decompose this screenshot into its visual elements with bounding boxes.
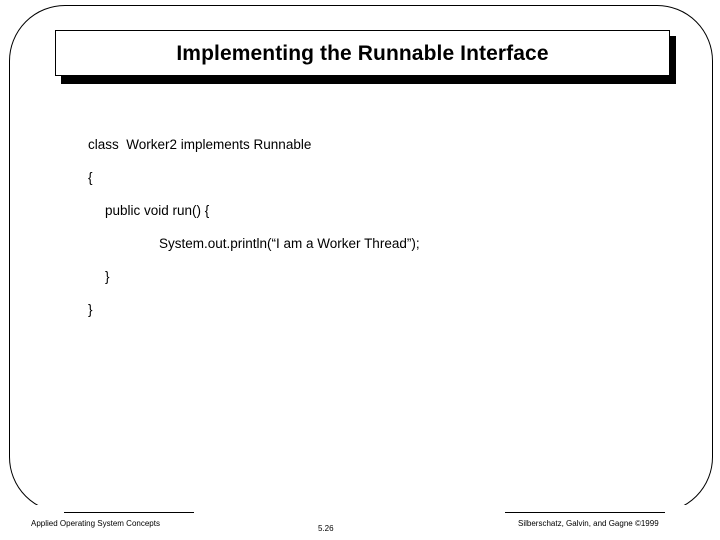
code-line: { — [88, 170, 93, 185]
footer-page-number: 5.26 — [318, 524, 334, 533]
page-title: Implementing the Runnable Interface — [176, 41, 549, 65]
footer-book-title: Applied Operating System Concepts — [31, 519, 160, 528]
code-line: class Worker2 implements Runnable — [88, 137, 312, 152]
footer-copyright: Silberschatz, Galvin, and Gagne ©1999 — [518, 519, 659, 528]
frame-bottom-mask — [10, 505, 712, 515]
code-block: class Worker2 implements Runnable { publ… — [0, 138, 720, 336]
footer-divider-right — [505, 512, 665, 513]
code-line: } — [105, 269, 110, 284]
code-line: public void run() { — [105, 203, 210, 218]
code-line: } — [88, 302, 93, 317]
code-line: System.out.println(“I am a Worker Thread… — [159, 236, 420, 251]
footer-divider-left — [64, 512, 194, 513]
title-box: Implementing the Runnable Interface — [55, 30, 670, 76]
